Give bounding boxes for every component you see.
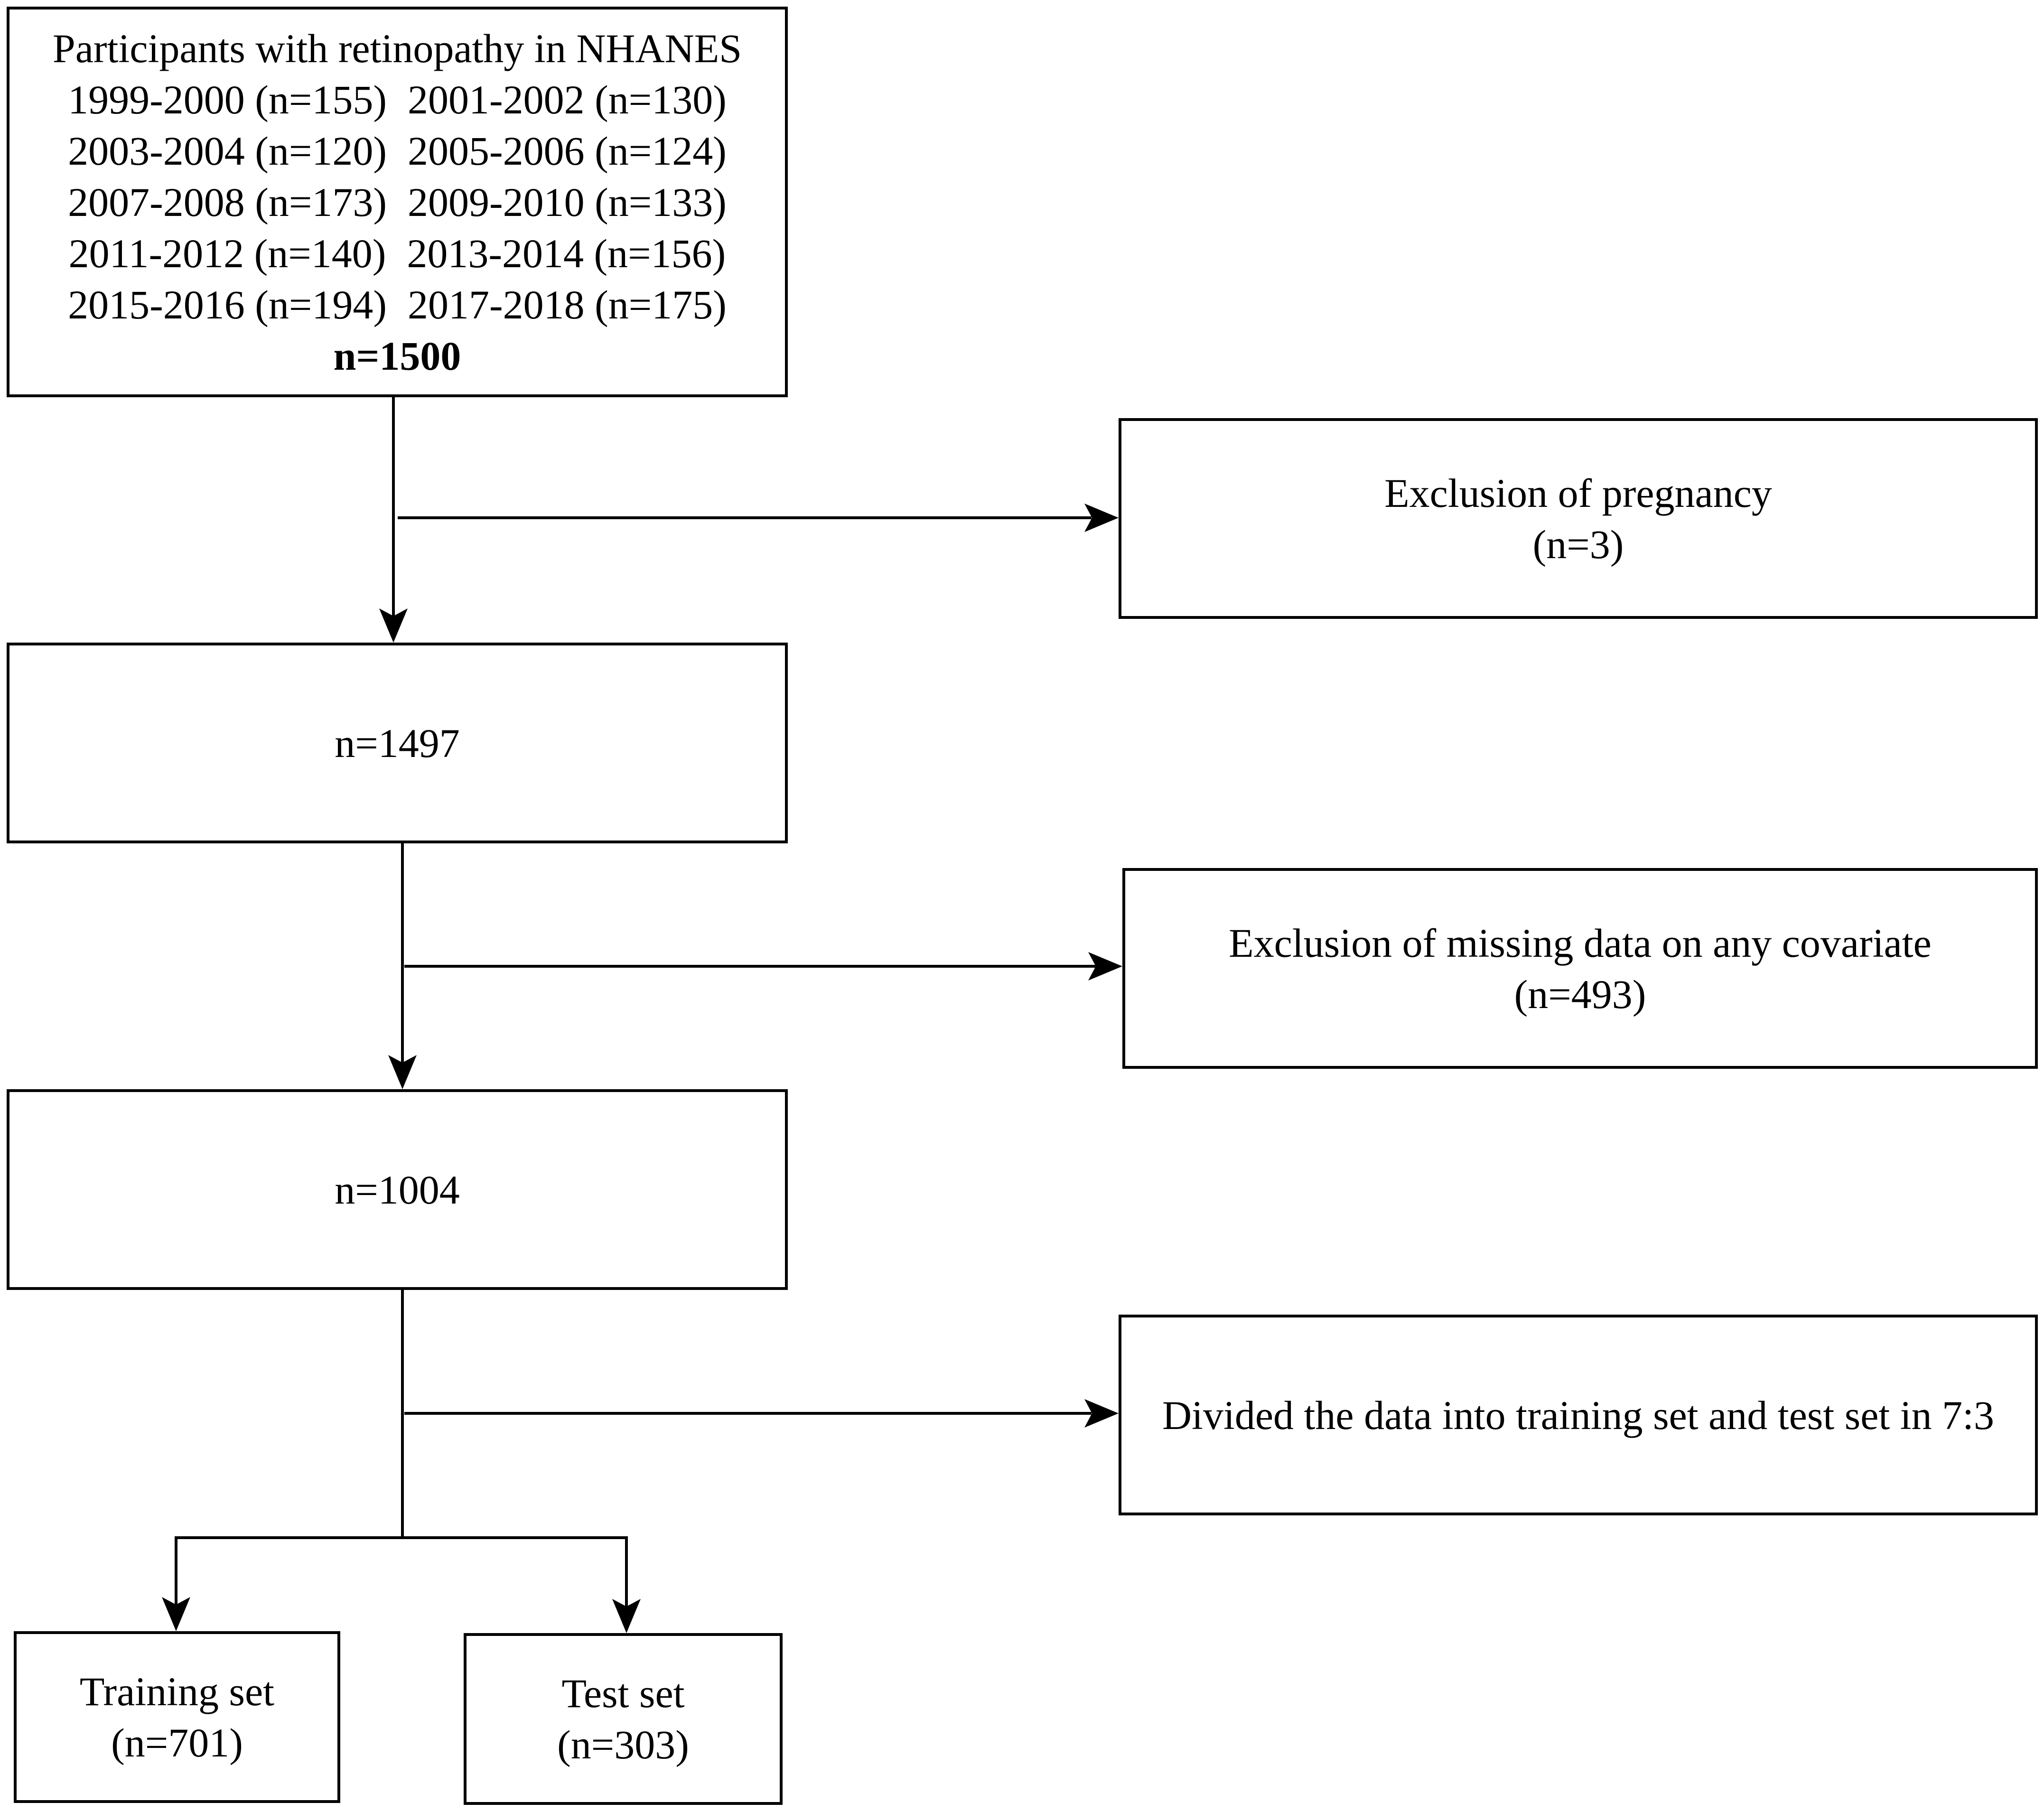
arrowhead-to-n1497 [379, 608, 408, 643]
source-total: n=1500 [333, 333, 461, 379]
test-label: Test set [561, 1671, 685, 1716]
after-missing-count: n=1004 [335, 1167, 460, 1213]
arrowhead-to-test [612, 1599, 641, 1633]
cycle-2003-2004: 2003-2004 (n=120) [68, 128, 387, 174]
box-after-pregnancy-exclusion: n=1497 [7, 643, 788, 843]
source-row-3: 2007-2008 (n=173) 2009-2010 (n=133) [68, 177, 727, 228]
cycle-2015-2016: 2015-2016 (n=194) [68, 281, 387, 327]
arrowhead-to-exclusion-missing [1088, 952, 1122, 981]
box-after-missing-exclusion: n=1004 [7, 1089, 788, 1290]
cycle-2009-2010: 2009-2010 (n=133) [408, 179, 727, 225]
source-row-5: 2015-2016 (n=194) 2017-2018 (n=175) [68, 279, 727, 330]
box-participants-source: Participants with retinopathy in NHANES … [7, 7, 788, 397]
after-pregnancy-count: n=1497 [335, 720, 460, 766]
test-count: (n=303) [557, 1722, 689, 1767]
box-split-description: Divided the data into training set and t… [1119, 1315, 2038, 1515]
arrowhead-to-exclusion-pregnancy [1084, 504, 1119, 532]
exclusion-missing-count: (n=493) [1514, 971, 1646, 1017]
cycle-2005-2006: 2005-2006 (n=124) [408, 128, 727, 174]
arrowhead-to-training [162, 1597, 190, 1631]
arrowhead-to-divide [1084, 1399, 1119, 1428]
split-label: Divided the data into training set and t… [1162, 1392, 1995, 1438]
exclusion-pregnancy-label: Exclusion of pregnancy [1384, 470, 1772, 516]
exclusion-missing-label: Exclusion of missing data on any covaria… [1229, 920, 1932, 966]
training-count: (n=701) [111, 1720, 243, 1765]
box-exclusion-pregnancy: Exclusion of pregnancy (n=3) [1119, 418, 2038, 619]
exclusion-pregnancy-count: (n=3) [1532, 521, 1624, 567]
box-test-set: Test set (n=303) [464, 1633, 783, 1805]
cycle-2001-2002: 2001-2002 (n=130) [408, 76, 727, 122]
cycle-2007-2008: 2007-2008 (n=173) [68, 179, 387, 225]
cycle-1999-2000: 1999-2000 (n=155) [68, 76, 387, 122]
cycle-2017-2018: 2017-2018 (n=175) [408, 281, 727, 327]
box-training-set: Training set (n=701) [14, 1631, 340, 1803]
box-exclusion-missing-data: Exclusion of missing data on any covaria… [1122, 868, 2038, 1069]
cycle-2013-2014: 2013-2014 (n=156) [407, 230, 726, 276]
source-row-2: 2003-2004 (n=120) 2005-2006 (n=124) [68, 125, 727, 177]
source-row-4: 2011-2012 (n=140) 2013-2014 (n=156) [69, 228, 726, 279]
cycle-2011-2012: 2011-2012 (n=140) [68, 230, 386, 276]
arrowhead-to-n1004 [388, 1055, 417, 1089]
source-row-1: 1999-2000 (n=155) 2001-2002 (n=130) [68, 74, 727, 125]
source-title: Participants with retinopathy in NHANES [52, 25, 742, 71]
training-label: Training set [79, 1669, 275, 1714]
connector-split-bar [175, 1536, 628, 1607]
